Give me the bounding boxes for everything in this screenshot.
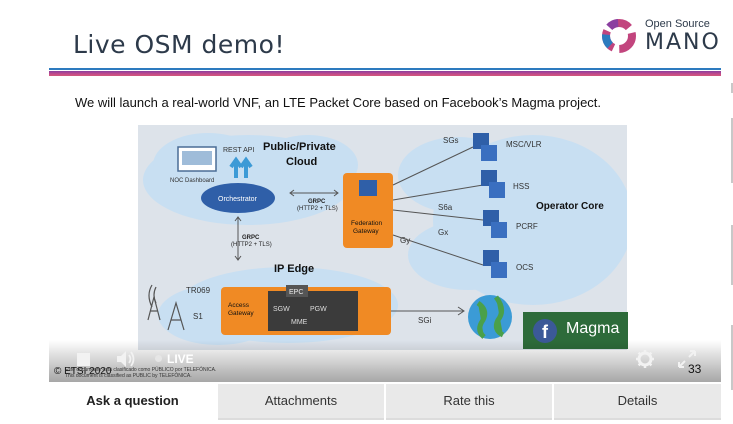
hss-node xyxy=(481,170,505,198)
logo-text-top: Open Source xyxy=(645,18,710,30)
orchestrator-label: Orchestrator xyxy=(218,196,258,203)
title-divider xyxy=(49,68,721,76)
public-cloud-label: Public/Private xyxy=(263,141,336,153)
osm-logo-icon xyxy=(602,19,636,53)
scroll-indicator xyxy=(731,83,733,93)
federation-label-1: Federation xyxy=(351,220,382,227)
tab-ask-a-question[interactable]: Ask a question xyxy=(49,384,216,420)
video-player[interactable]: Live OSM demo! Open Source MANO We will … xyxy=(49,0,721,382)
settings-gear-icon[interactable] xyxy=(635,349,655,369)
grpc-label-1b: (HTTP2 + TLS) xyxy=(297,206,338,212)
slide-subtitle: We will launch a real-world VNF, an LTE … xyxy=(75,95,602,110)
scroll-indicator xyxy=(731,325,733,390)
epc-box xyxy=(268,291,358,331)
s1-label: S1 xyxy=(193,312,203,321)
gx-label: Gx xyxy=(438,228,448,237)
s6a-label: S6a xyxy=(438,203,453,212)
ocs-node xyxy=(483,250,507,278)
grpc-label-2b: (HTTP2 + TLS) xyxy=(231,242,272,248)
volume-icon[interactable] xyxy=(115,349,137,369)
tab-details[interactable]: Details xyxy=(554,384,721,420)
classification-disclaimer: Este documento está clasificado como PÚB… xyxy=(65,367,216,379)
operator-core-label: Operator Core xyxy=(536,201,604,212)
grpc-label-2: GRPC xyxy=(242,235,260,241)
player-controls: LIVE xyxy=(49,340,721,382)
pgw-label: PGW xyxy=(310,306,327,313)
slide-page-number: 33 xyxy=(688,362,702,376)
noc-dashboard-label: NOC Dashboard xyxy=(170,178,214,184)
live-dot-icon xyxy=(155,355,162,362)
federation-gateway-node xyxy=(343,173,393,248)
slide-title: Live OSM demo! xyxy=(73,30,285,59)
rest-api-label: REST API xyxy=(223,147,254,154)
epc-label: EPC xyxy=(289,289,303,296)
grpc-arrow-2 xyxy=(234,216,242,261)
access-label-2: Gateway xyxy=(228,310,254,317)
gy-label: Gy xyxy=(400,236,410,245)
tab-bar: Ask a question Attachments Rate this Det… xyxy=(49,384,721,420)
tab-rate-this[interactable]: Rate this xyxy=(386,384,552,420)
stop-button[interactable] xyxy=(77,353,90,366)
public-cloud-label-2: Cloud xyxy=(286,156,317,168)
copyright-text: © ETSI 2020 xyxy=(54,366,112,377)
grpc-label-1: GRPC xyxy=(308,199,326,205)
cell-tower-icon xyxy=(147,284,185,331)
live-indicator: LIVE xyxy=(155,352,194,366)
diagram-svg: NOC Dashboard REST API Orchestrator Publ… xyxy=(143,133,627,345)
fullscreen-icon[interactable] xyxy=(677,349,697,369)
ip-edge-label: IP Edge xyxy=(274,263,314,275)
mme-label: MME xyxy=(291,319,308,326)
magma-badge-label: Magma xyxy=(566,320,620,337)
sgw-label: SGW xyxy=(273,306,290,313)
ocs-label: OCS xyxy=(516,263,533,272)
globe-icon xyxy=(468,295,512,339)
sgs-label: SGs xyxy=(443,136,459,145)
rest-api-arrows xyxy=(229,156,253,178)
sgi-arrow xyxy=(391,306,465,316)
scroll-indicator xyxy=(731,118,733,183)
logo-text-bottom: MANO xyxy=(645,30,721,55)
tab-attachments[interactable]: Attachments xyxy=(218,384,384,420)
grpc-arrow-1 xyxy=(289,189,339,197)
scroll-indicator xyxy=(731,225,733,285)
facebook-icon: f xyxy=(533,319,557,343)
tr069-label: TR069 xyxy=(186,286,211,295)
sgi-label: SGi xyxy=(418,316,432,325)
orchestrator-node xyxy=(201,183,275,213)
disclaimer-line-1: Este documento está clasificado como PÚB… xyxy=(65,367,217,373)
live-label: LIVE xyxy=(167,352,194,366)
osm-logo: Open Source MANO xyxy=(601,16,719,60)
magma-badge: f Magma xyxy=(523,312,628,349)
cloud-operator xyxy=(398,135,627,305)
disclaimer-line-2: This document is classified as PUBLIC by… xyxy=(65,373,192,379)
msc-label: MSC/VLR xyxy=(506,140,542,149)
federation-label-2: Gateway xyxy=(353,228,379,235)
interface-lines xyxy=(392,146,484,266)
magma-architecture-diagram: NOC Dashboard REST API Orchestrator Publ… xyxy=(138,125,627,350)
msc-node xyxy=(473,133,497,161)
pcrf-label: PCRF xyxy=(516,222,538,231)
pcrf-node xyxy=(483,210,507,238)
access-label-1: Access xyxy=(228,302,250,309)
hss-label: HSS xyxy=(513,182,529,191)
